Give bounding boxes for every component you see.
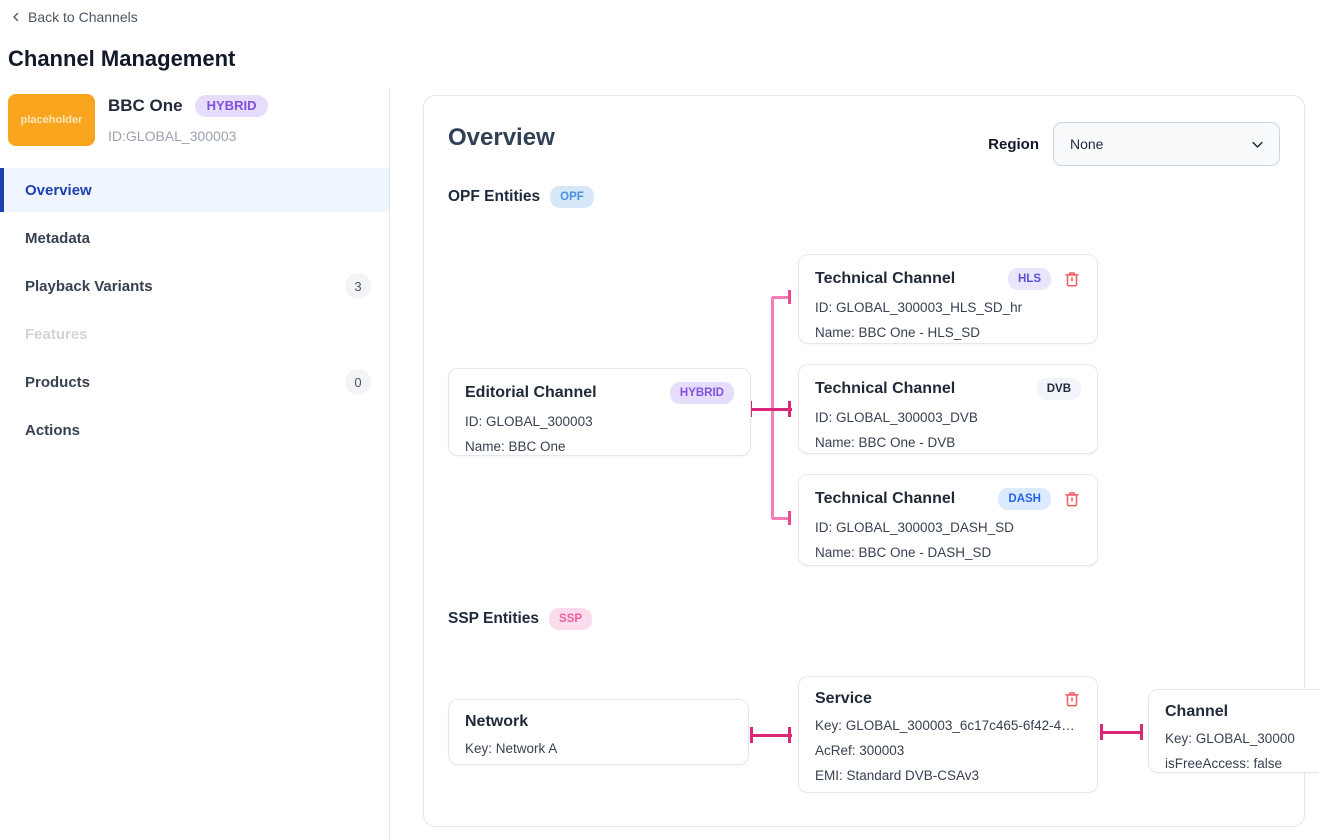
playback-variants-count-badge: 3 — [345, 273, 371, 299]
opf-connector-cap-dash — [788, 511, 791, 525]
opf-badge: OPF — [550, 186, 594, 208]
overview-panel: Overview Region None OPF Entities OPF SS… — [423, 95, 1319, 827]
page-title: Channel Management — [8, 46, 236, 71]
ssp-connector-cap-service-left — [788, 727, 791, 743]
technical-channel-hls-card: Technical Channel HLS ID: GLOBAL_300003_… — [798, 254, 1098, 344]
sidebar-item-label: Overview — [25, 181, 92, 199]
card-line-key: Key: GLOBAL_30000 — [1165, 731, 1295, 746]
editorial-channel-card: Editorial Channel HYBRID ID: GLOBAL_3000… — [448, 368, 751, 456]
card-line-id: ID: GLOBAL_300003_HLS_SD_hr — [815, 300, 1023, 315]
sidebar-item-products[interactable]: Products 0 — [0, 360, 389, 404]
ssp-channel-card: Channel Key: GLOBAL_30000 isFreeAccess: … — [1148, 689, 1319, 773]
delete-hls-button[interactable] — [1063, 270, 1081, 288]
card-line-id: ID: GLOBAL_300003 — [465, 414, 593, 429]
sidebar-item-label: Playback Variants — [25, 277, 153, 295]
channel-summary: placeholder BBC One HYBRID ID:GLOBAL_300… — [0, 88, 389, 160]
card-line-id: ID: GLOBAL_300003_DVB — [815, 410, 978, 425]
back-link-label: Back to Channels — [28, 9, 138, 25]
sidebar-item-playback-variants[interactable]: Playback Variants 3 — [0, 264, 389, 308]
card-title: Network — [465, 713, 529, 730]
channel-name: BBC One — [108, 96, 183, 115]
trash-icon — [1065, 492, 1079, 507]
sidebar-item-label: Features — [25, 325, 88, 343]
sidebar-item-label: Actions — [25, 421, 81, 439]
overview-heading: Overview — [448, 124, 555, 151]
card-line-emi: EMI: Standard DVB-CSAv3 — [815, 768, 980, 783]
dvb-badge: DVB — [1036, 378, 1081, 400]
card-title: Editorial Channel — [465, 384, 597, 401]
region-select[interactable]: None — [1053, 122, 1280, 166]
card-line-name: Name: BBC One - DVB — [815, 435, 956, 450]
channel-placeholder-image: placeholder — [8, 94, 95, 146]
channel-id: ID:GLOBAL_300003 — [108, 128, 237, 144]
card-line-acref: AcRef: 300003 — [815, 743, 905, 758]
ssp-connector-cap-service-right — [1100, 724, 1103, 740]
ssp-connector-service-channel — [1101, 731, 1143, 734]
chevron-left-icon — [13, 12, 19, 22]
opf-connector-cap-dvb — [788, 401, 791, 417]
opf-connector-branch-dvb — [750, 408, 792, 411]
card-line-freeaccess: isFreeAccess: false — [1165, 756, 1283, 771]
card-line-id: ID: GLOBAL_300003_DASH_SD — [815, 520, 1014, 535]
card-title: Technical Channel — [815, 380, 956, 397]
network-card: Network Key: Network A — [448, 699, 749, 765]
card-line-name: Name: BBC One - HLS_SD — [815, 325, 981, 340]
card-title: Service — [815, 690, 872, 707]
service-card: Service Key: GLOBAL_300003_6c17c465-6f42… — [798, 676, 1098, 793]
chevron-down-icon — [1252, 141, 1263, 148]
opf-connector-branch-hls — [772, 296, 791, 299]
region-select-value: None — [1070, 136, 1104, 152]
opf-connector-branch-dash — [772, 517, 791, 520]
delete-dash-button[interactable] — [1063, 490, 1081, 508]
technical-channel-dvb-card: Technical Channel DVB ID: GLOBAL_300003_… — [798, 364, 1098, 454]
opf-heading-text: OPF Entities — [448, 188, 541, 205]
card-line-name: Name: BBC One - DASH_SD — [815, 545, 992, 560]
region-label: Region — [988, 135, 1039, 153]
card-line-name: Name: BBC One — [465, 439, 566, 454]
ssp-connector-cap-channel — [1140, 724, 1143, 740]
card-line-key: Key: Network A — [465, 741, 558, 756]
sidebar-item-metadata[interactable]: Metadata — [0, 216, 389, 260]
sidebar-nav: Overview Metadata Playback Variants 3 Fe… — [0, 168, 389, 456]
ssp-connector-cap-network — [750, 727, 753, 743]
ssp-connector-network-service — [751, 734, 792, 737]
trash-icon — [1065, 272, 1079, 287]
dash-badge: DASH — [998, 488, 1051, 510]
ssp-heading-text: SSP Entities — [448, 610, 540, 627]
hls-badge: HLS — [1008, 268, 1051, 290]
editorial-hybrid-badge: HYBRID — [669, 382, 734, 404]
ssp-entities-heading: SSP Entities SSP — [448, 608, 593, 630]
sidebar-item-overview[interactable]: Overview — [0, 168, 389, 212]
card-title: Technical Channel — [815, 270, 956, 287]
sidebar-item-features[interactable]: Features — [0, 312, 389, 356]
ssp-badge: SSP — [549, 608, 593, 630]
card-line-key: Key: GLOBAL_300003_6c17c465-6f42-4e18-..… — [815, 718, 1081, 733]
channel-type-badge: HYBRID — [194, 95, 269, 117]
opf-entities-heading: OPF Entities OPF — [448, 186, 594, 208]
card-title: Channel — [1165, 703, 1229, 720]
region-control: Region None — [988, 122, 1280, 166]
sidebar-item-label: Metadata — [25, 229, 91, 247]
sidebar: placeholder BBC One HYBRID ID:GLOBAL_300… — [0, 88, 390, 840]
placeholder-label: placeholder — [20, 114, 83, 126]
card-title: Technical Channel — [815, 490, 956, 507]
sidebar-item-actions[interactable]: Actions — [0, 408, 389, 452]
trash-icon — [1065, 692, 1079, 707]
delete-service-button[interactable] — [1063, 690, 1081, 708]
sidebar-item-label: Products — [25, 373, 91, 391]
technical-channel-dash-card: Technical Channel DASH ID: GLOBAL_300003… — [798, 474, 1098, 566]
products-count-badge: 0 — [345, 369, 371, 395]
opf-connector-cap-hls — [788, 290, 791, 304]
back-to-channels-link[interactable]: Back to Channels — [10, 9, 138, 25]
